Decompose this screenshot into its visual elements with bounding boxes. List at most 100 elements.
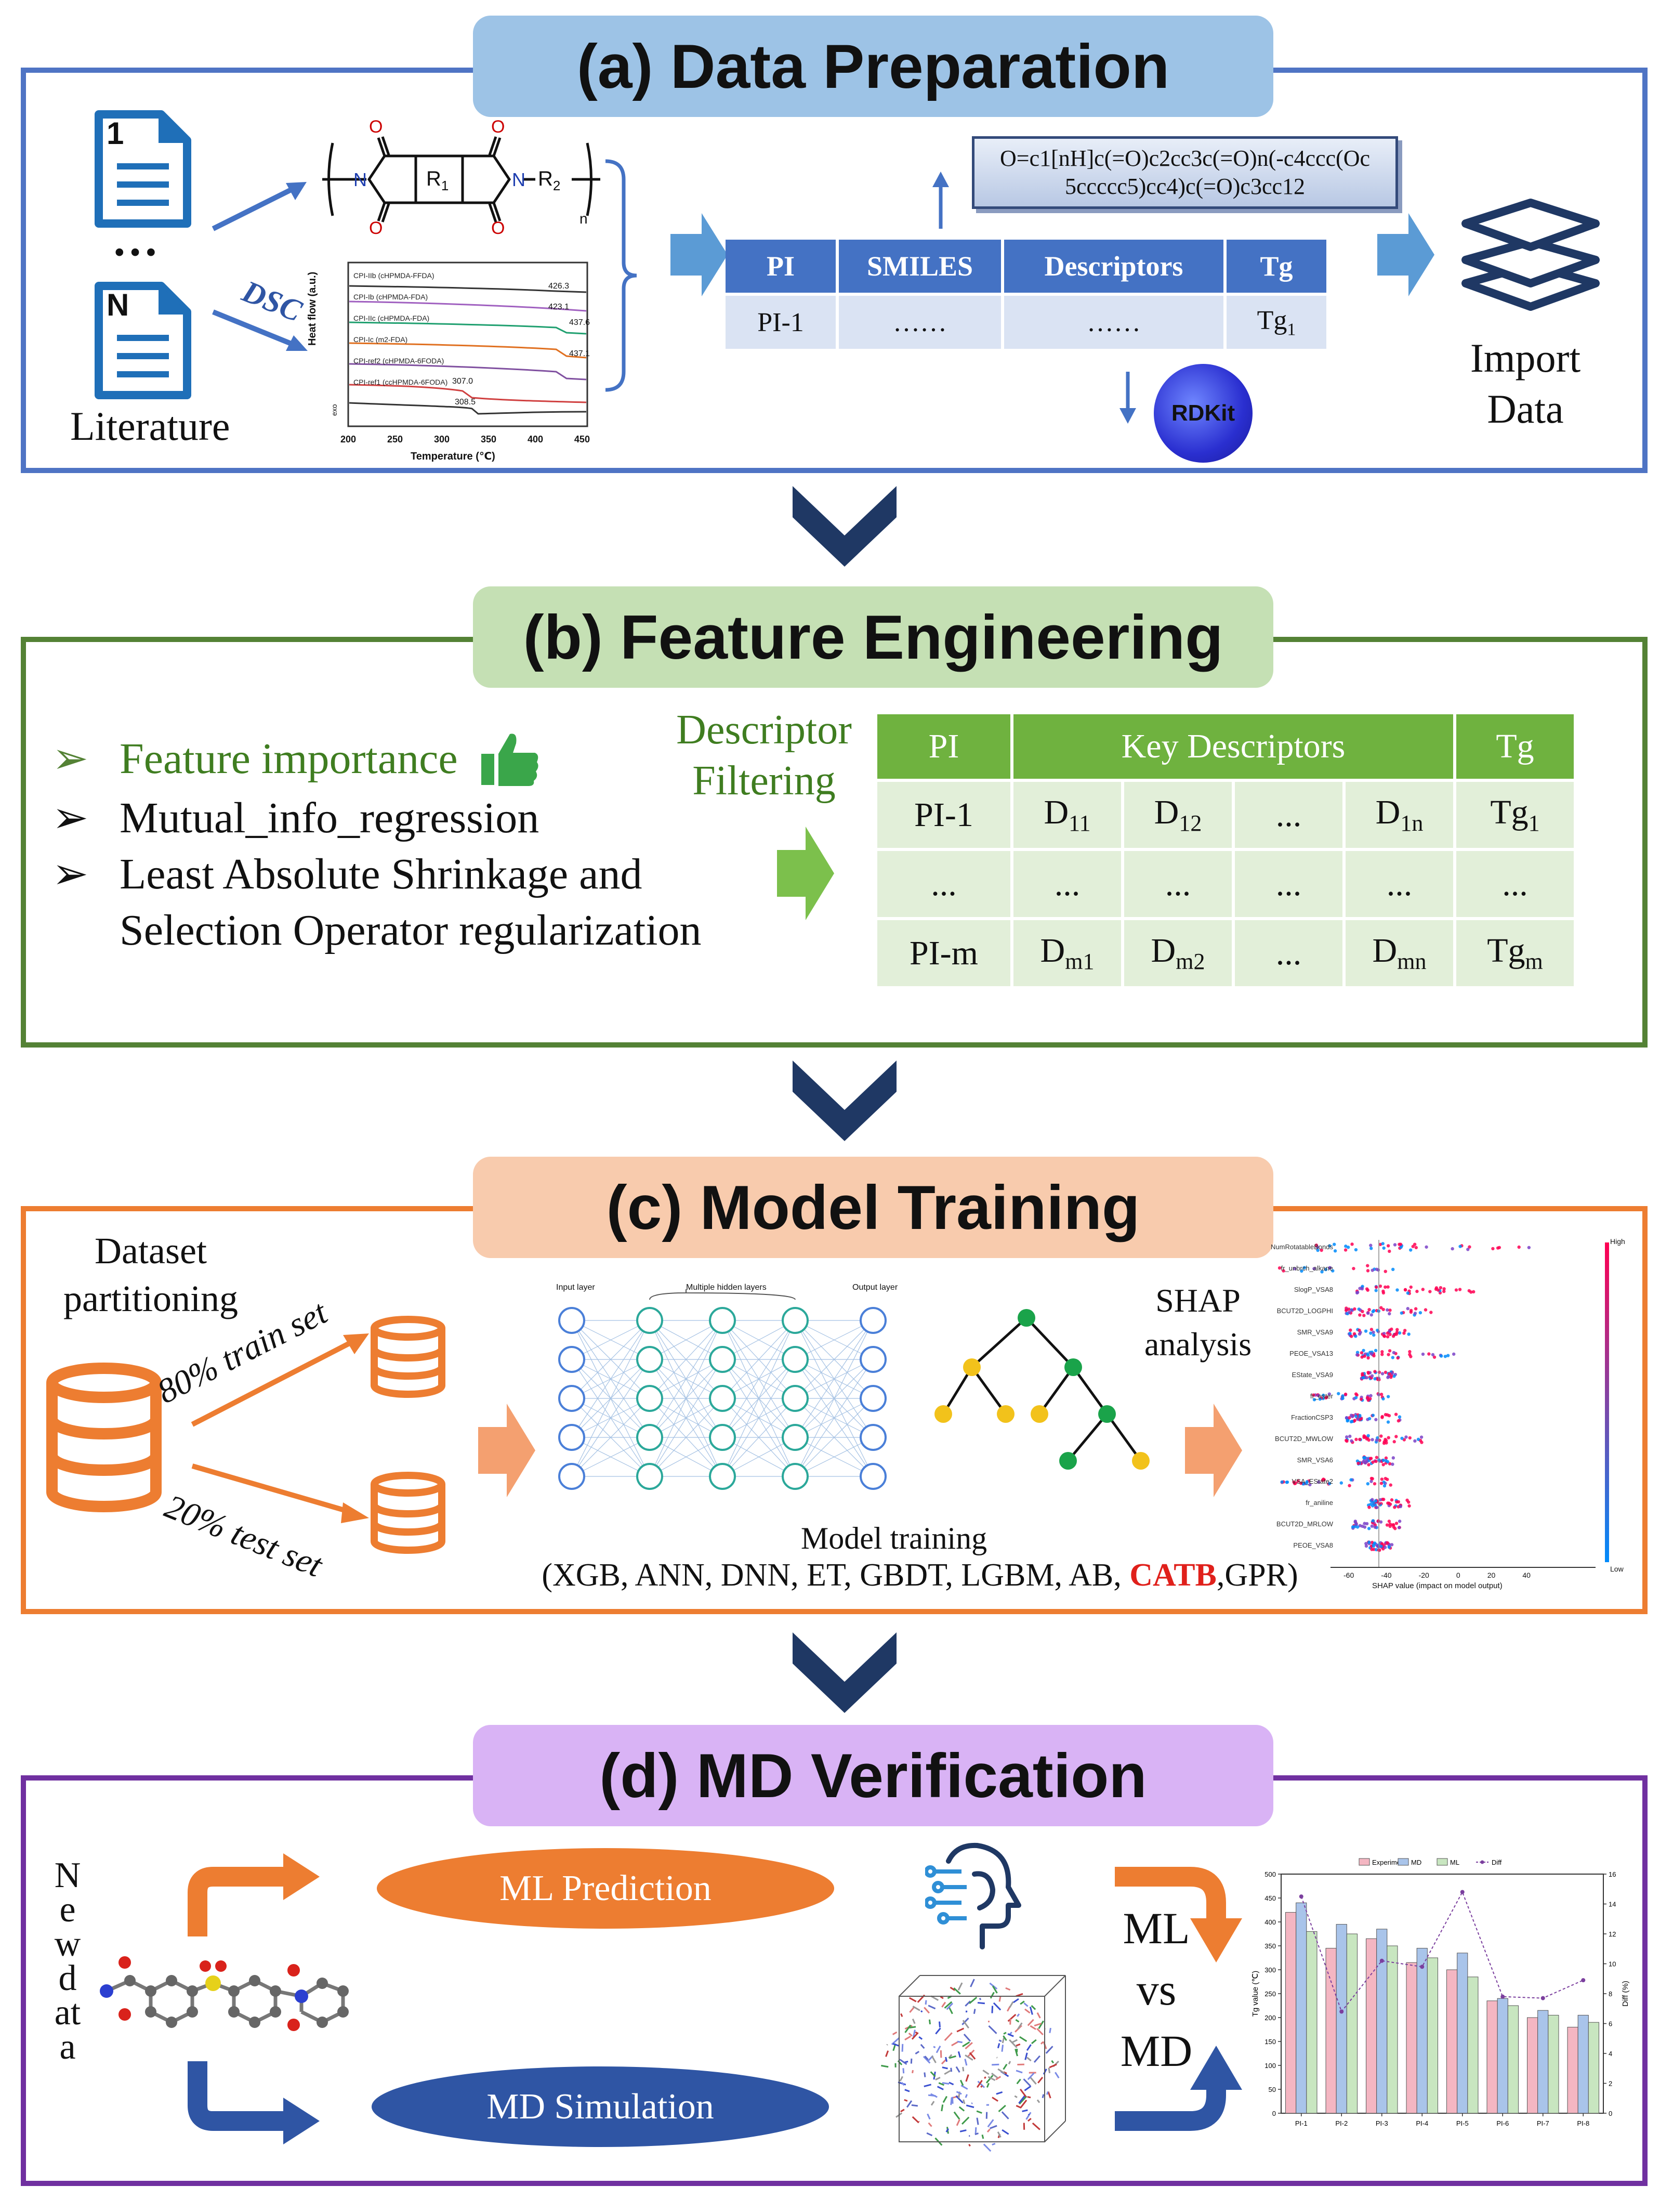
shap-dot <box>1388 1249 1391 1253</box>
arrow-icon <box>1115 1867 1242 1962</box>
md-bond <box>1013 1998 1019 2004</box>
shap-dot <box>1378 1498 1382 1502</box>
shap-dot <box>1390 1327 1393 1331</box>
nn-node <box>860 1463 887 1490</box>
md-bond <box>1026 2057 1032 2062</box>
shap-dot <box>1372 1544 1376 1548</box>
table-header: PI <box>726 240 836 293</box>
md-bond <box>946 2002 954 2010</box>
y-tick-label: 250 <box>1264 1990 1276 1998</box>
shap-dot <box>1381 1242 1385 1246</box>
arrow-right-icon <box>478 1404 535 1497</box>
bar-experiment <box>1527 2017 1538 2114</box>
shap-dot <box>1348 1434 1352 1438</box>
shap-dot <box>1387 1436 1390 1439</box>
md-bond <box>1016 2070 1023 2074</box>
shap-dot <box>1432 1355 1437 1359</box>
y-tick-label: 500 <box>1264 1870 1276 1878</box>
shap-dot <box>1399 1504 1402 1509</box>
nn-edge <box>722 1437 796 1477</box>
shap-dot <box>1416 1437 1420 1441</box>
table-header: Descriptors <box>1004 240 1223 293</box>
legend-label: ML <box>1450 1858 1459 1866</box>
rdkit-label: RDKit <box>1171 400 1235 426</box>
shap-dot <box>1420 1441 1424 1444</box>
shap-dot <box>1388 1462 1392 1465</box>
bar-experiment <box>1285 1912 1297 2114</box>
shap-dot <box>1364 1329 1368 1333</box>
table-cell: PI-1 <box>726 296 836 349</box>
shap-dot <box>1381 1458 1385 1462</box>
shap-dot <box>1467 1289 1471 1293</box>
shap-dot <box>1427 1352 1431 1356</box>
arrow-down-icon <box>1119 372 1136 424</box>
document-icon <box>95 110 191 228</box>
d-text: ... <box>1275 934 1302 972</box>
md-bond <box>1048 2067 1051 2074</box>
shap-dot <box>1380 1542 1384 1546</box>
shap-dot <box>1384 1459 1388 1463</box>
md-bond <box>984 2076 986 2079</box>
md-bond <box>976 2110 982 2114</box>
d-sub: 1n <box>1400 810 1424 836</box>
md-bond <box>941 2104 944 2112</box>
shap-dot <box>1379 1545 1383 1548</box>
md-bond <box>918 2036 923 2040</box>
shap-dot <box>1369 1394 1373 1397</box>
shap-dot <box>1386 1501 1390 1505</box>
shap-dot <box>1369 1352 1373 1356</box>
md-bond <box>962 2041 970 2047</box>
shap-feature-label: fr_aniline <box>1306 1499 1333 1507</box>
shap-dot <box>1369 1476 1374 1481</box>
nn-node <box>860 1346 887 1373</box>
md-bond <box>1046 2091 1049 2095</box>
md-bond <box>930 2093 938 2098</box>
bar-md <box>1416 1948 1428 2114</box>
y-tick-label: 300 <box>1264 1966 1276 1974</box>
shap-dot <box>1372 1333 1376 1337</box>
dsc-xtick: 450 <box>574 434 590 444</box>
md-bond <box>1015 2048 1018 2057</box>
table-header: SMILES <box>839 240 1001 293</box>
x-tick-label: PI-2 <box>1335 2119 1348 2127</box>
shap-dot <box>1354 1334 1358 1338</box>
table-cell: ... <box>1235 920 1342 986</box>
nn-edge <box>795 1320 874 1360</box>
x-tick-label: PI-3 <box>1376 2119 1388 2127</box>
shap-feature-label: PEOE_VSA13 <box>1289 1350 1333 1357</box>
shap-dot <box>1366 1434 1370 1437</box>
md-bond <box>1034 2022 1042 2027</box>
shap-dot <box>1391 1334 1395 1338</box>
table-cell: ... <box>877 851 1010 917</box>
shap-dot <box>1472 1290 1476 1294</box>
shap-dot <box>1366 1356 1370 1360</box>
nn-node <box>782 1424 809 1451</box>
table-cell: D1n <box>1346 782 1453 848</box>
d-sub: mn <box>1397 949 1427 975</box>
legend-label: Diff <box>1492 1858 1502 1866</box>
compare-md: MD <box>1120 2026 1193 2076</box>
shap-dot <box>1399 1245 1403 1249</box>
database-icon <box>46 1363 162 1512</box>
table-header: Tg <box>1227 240 1326 293</box>
y2-tick-label: 12 <box>1609 1930 1616 1938</box>
md-bond <box>960 2085 968 2090</box>
shap-dot <box>1387 1353 1390 1356</box>
panel-a-title: (a) Data Preparation <box>473 16 1273 117</box>
shap-dot <box>1381 1307 1385 1312</box>
shap-dot <box>1394 1412 1398 1416</box>
md-bond <box>1020 2099 1027 2109</box>
shap-dot <box>1458 1288 1462 1291</box>
md-bond <box>949 2055 956 2059</box>
shap-dot <box>1369 1247 1373 1250</box>
md-bond <box>956 2027 965 2033</box>
md-bond <box>1023 2078 1032 2087</box>
shap-dot <box>1327 1482 1332 1485</box>
table-cell: ... <box>1124 851 1232 917</box>
shap-high-label: High <box>1610 1237 1625 1246</box>
shap-dot <box>1362 1456 1366 1460</box>
shap-dot <box>1388 1372 1391 1376</box>
shap-dot <box>1351 1525 1355 1529</box>
nn-edge <box>722 1320 796 1360</box>
shap-dot <box>1375 1438 1379 1442</box>
